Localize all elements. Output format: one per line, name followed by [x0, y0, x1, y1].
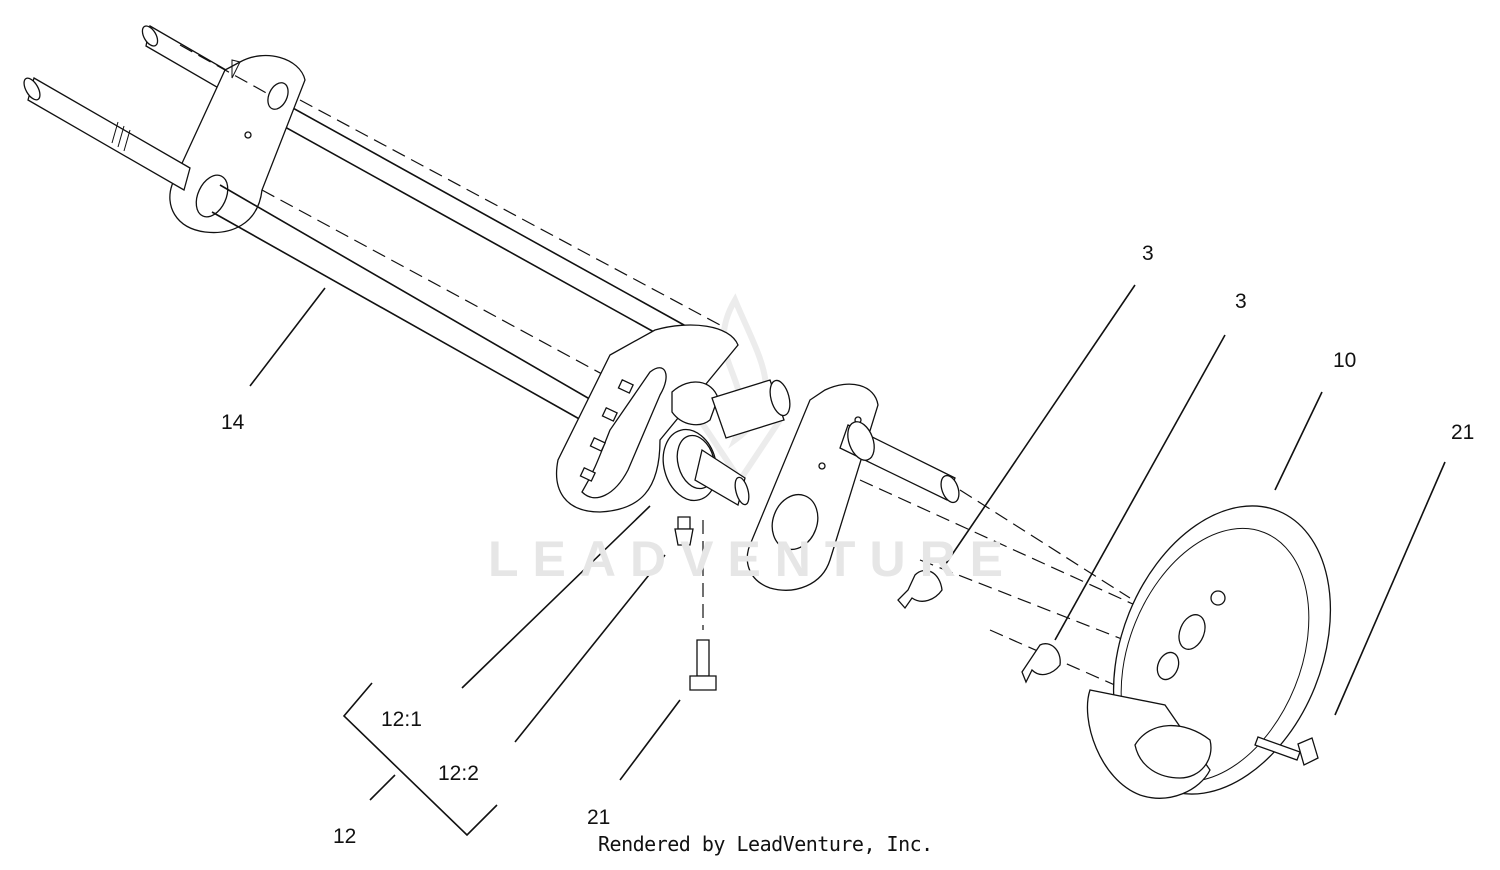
bolt-bottom [690, 640, 716, 690]
callout-12-1: 12:1 [381, 708, 422, 731]
render-credit: Rendered by LeadVenture, Inc. [598, 832, 933, 856]
notched-quadrant-plate [557, 325, 738, 512]
pulley-cam [1073, 473, 1371, 826]
callout-12: 12 [333, 825, 357, 848]
bolt-right [1255, 737, 1318, 765]
callout-14: 14 [221, 411, 245, 434]
pivot-block [672, 378, 793, 438]
e-clip-upper [898, 570, 942, 608]
main-shaft [21, 76, 600, 425]
left-bracket-plate [170, 56, 305, 233]
bushing [656, 423, 752, 506]
callout-21-right: 21 [1451, 421, 1475, 444]
callout-21-bottom: 21 [587, 806, 611, 829]
set-screw [675, 517, 693, 545]
right-shaft-stub [840, 418, 962, 505]
e-clip-lower [1022, 644, 1060, 682]
callout-12-2: 12:2 [438, 762, 479, 785]
callout-3-upper: 3 [1142, 242, 1154, 265]
callout-3-lower: 3 [1235, 290, 1247, 313]
leader-lines [250, 285, 1445, 837]
callout-10: 10 [1333, 349, 1357, 372]
watermark-text: LEADVENTURE [488, 531, 1018, 587]
